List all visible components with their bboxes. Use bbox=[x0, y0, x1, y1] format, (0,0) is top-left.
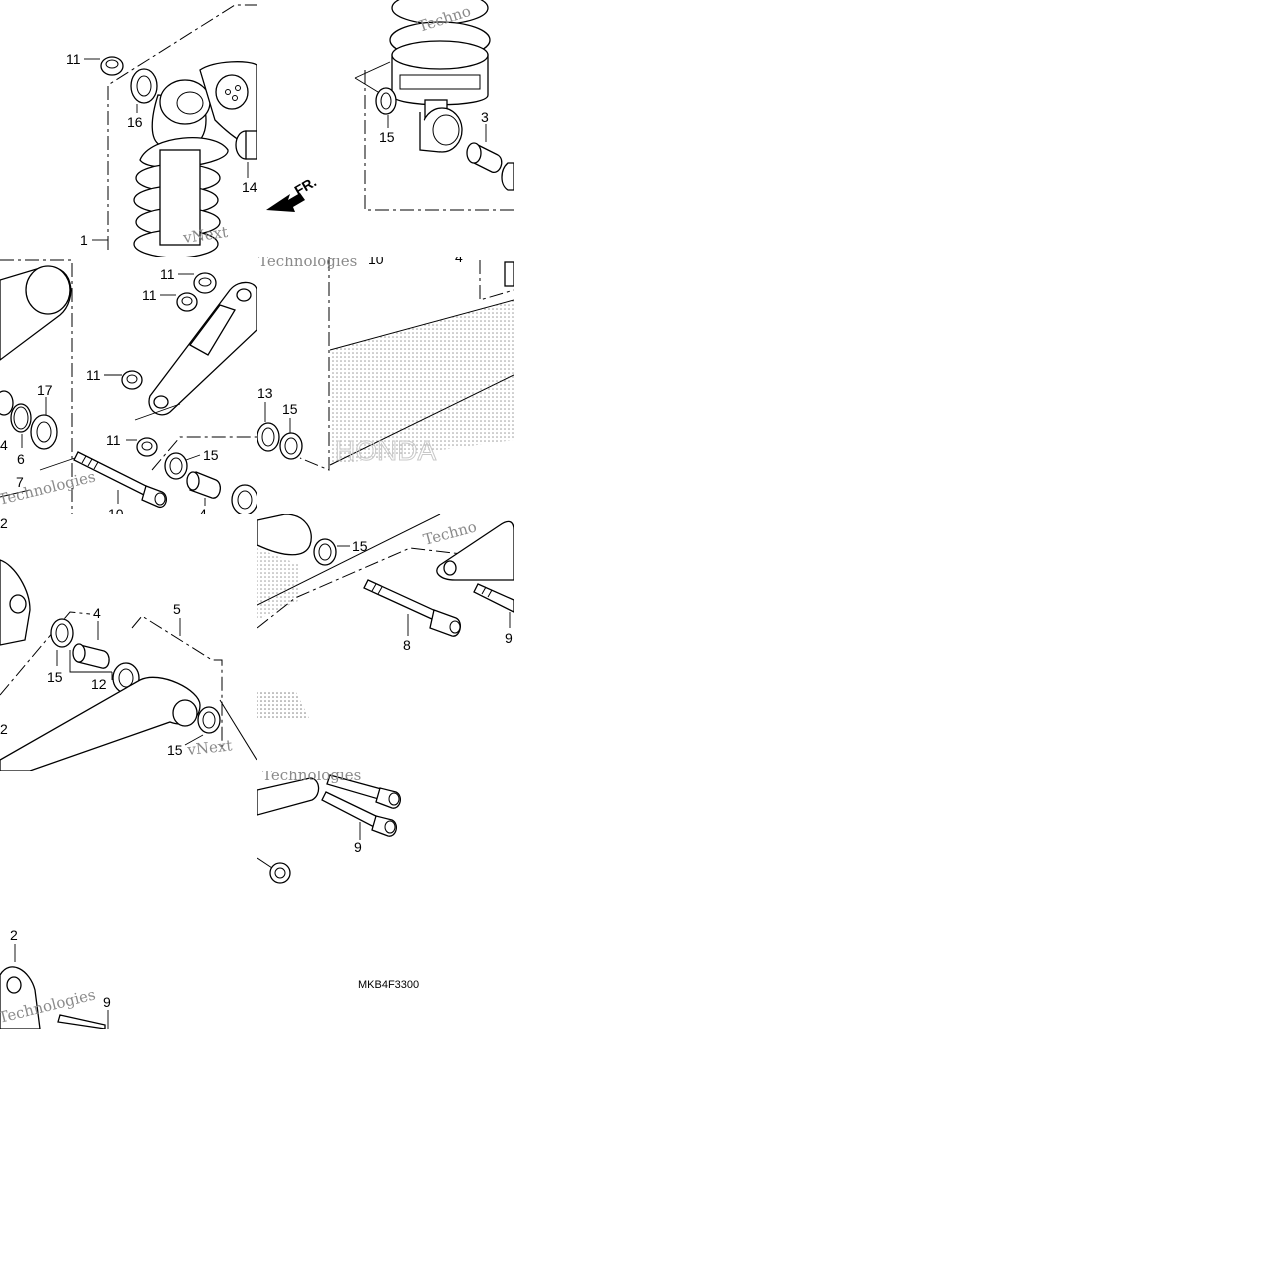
flange-nut-11 bbox=[176, 292, 198, 312]
callout-15: 15 bbox=[167, 742, 183, 758]
callout-2: 2 bbox=[0, 515, 8, 531]
washer-15 bbox=[313, 538, 337, 566]
tile-swingarm-mount: 13 15 12 10 4 HONDA Technologies bbox=[241, 249, 514, 479]
callout-8: 8 bbox=[403, 637, 411, 653]
shock-lower-body bbox=[389, 0, 491, 153]
tile-linkage-arm: 2 4 5 15 12 15 2 vNext bbox=[0, 515, 257, 771]
callout-11: 11 bbox=[66, 51, 81, 67]
callout-2: 2 bbox=[10, 927, 18, 943]
callout-9: 9 bbox=[505, 630, 513, 646]
washer-15 bbox=[164, 452, 188, 480]
callout-4: 4 bbox=[455, 249, 463, 265]
washer-15 bbox=[50, 618, 74, 648]
callout-2: 2 bbox=[0, 721, 8, 737]
callout-7: 7 bbox=[16, 474, 24, 490]
callout-10: 10 bbox=[368, 251, 384, 267]
callout-12: 12 bbox=[241, 463, 257, 479]
bolt-8 bbox=[363, 579, 462, 637]
collar-3 bbox=[466, 142, 503, 173]
flange-nut bbox=[269, 862, 291, 884]
callout-5: 5 bbox=[173, 601, 181, 617]
callout-6: 6 bbox=[17, 451, 25, 467]
callout-15: 15 bbox=[282, 401, 298, 417]
watermark-text: Technologies bbox=[0, 467, 97, 508]
link-plate-2 bbox=[148, 281, 257, 416]
callout-14: 14 bbox=[242, 179, 258, 195]
collar-14 bbox=[235, 130, 257, 160]
mount-bracket bbox=[199, 61, 257, 151]
callout-12: 12 bbox=[91, 676, 107, 692]
callout-4: 4 bbox=[93, 605, 101, 621]
callout-13: 13 bbox=[257, 385, 273, 401]
callout-4: 4 bbox=[199, 506, 207, 522]
callout-15: 15 bbox=[203, 447, 219, 463]
bolt-9 bbox=[321, 791, 398, 837]
callout-11: 11 bbox=[142, 287, 157, 303]
callout-10: 10 bbox=[108, 506, 124, 522]
tile-shock-bottom: FR. 15 3 Techno bbox=[266, 0, 514, 212]
flange-nut-11 bbox=[100, 56, 124, 76]
callout-11: 11 bbox=[160, 266, 175, 282]
shock-spring bbox=[133, 149, 221, 257]
callout-3: 3 bbox=[481, 109, 489, 125]
tile-swingarm-bolts: 15 8 9 Techno bbox=[257, 514, 514, 720]
flange-nut-11 bbox=[136, 437, 158, 457]
callout-4: 4 bbox=[0, 437, 8, 453]
watermark-text: Techno bbox=[421, 517, 478, 548]
o-ring-6 bbox=[10, 403, 32, 433]
washer-17 bbox=[30, 414, 58, 450]
brand-logo-text: HONDA bbox=[335, 435, 436, 466]
washer-16 bbox=[130, 68, 158, 104]
bolt-9 bbox=[473, 583, 514, 613]
callout-9: 9 bbox=[103, 994, 111, 1010]
front-direction-arrow: FR. bbox=[266, 173, 319, 212]
callout-11: 11 bbox=[106, 432, 121, 448]
callout-17: 17 bbox=[37, 382, 53, 398]
callout-15: 15 bbox=[47, 669, 63, 685]
callout-1: 1 bbox=[80, 232, 88, 248]
flange-nut-11 bbox=[121, 370, 143, 390]
collar-4 bbox=[72, 643, 110, 669]
bolt-10 bbox=[73, 451, 168, 509]
watermark-text: Technologies bbox=[258, 252, 357, 270]
tile-plate-detail: 2 9 Technologies bbox=[0, 927, 111, 1029]
bolt-9 bbox=[326, 774, 402, 809]
flange-nut-11 bbox=[193, 272, 217, 294]
watermark-text: Technologies bbox=[262, 766, 361, 784]
collar-4 bbox=[186, 471, 222, 499]
diagram-code: MKB4F3300 bbox=[358, 979, 419, 991]
honda-logo-fragment bbox=[257, 690, 310, 720]
tile-linkage-left: 11 11 11 11 17 6 4 7 15 10 4 Technologie… bbox=[0, 259, 257, 522]
needle-bearing-13 bbox=[257, 422, 280, 452]
callout-11: 11 bbox=[86, 367, 101, 383]
linkage-arm-5 bbox=[0, 676, 201, 771]
washer-15 bbox=[279, 432, 303, 460]
callout-15: 15 bbox=[352, 538, 368, 554]
front-direction-label: FR. bbox=[292, 173, 320, 198]
washer-15 bbox=[375, 87, 397, 115]
watermark-text: vNext bbox=[186, 736, 234, 759]
callout-15: 15 bbox=[379, 129, 395, 145]
callout-9: 9 bbox=[354, 839, 362, 855]
washer-15 bbox=[197, 706, 221, 734]
tile-bolts-9: 9 Technologies bbox=[257, 766, 402, 884]
tile-shock-top: 11 16 14 1 vNext bbox=[66, 4, 258, 257]
callout-16: 16 bbox=[127, 114, 143, 130]
